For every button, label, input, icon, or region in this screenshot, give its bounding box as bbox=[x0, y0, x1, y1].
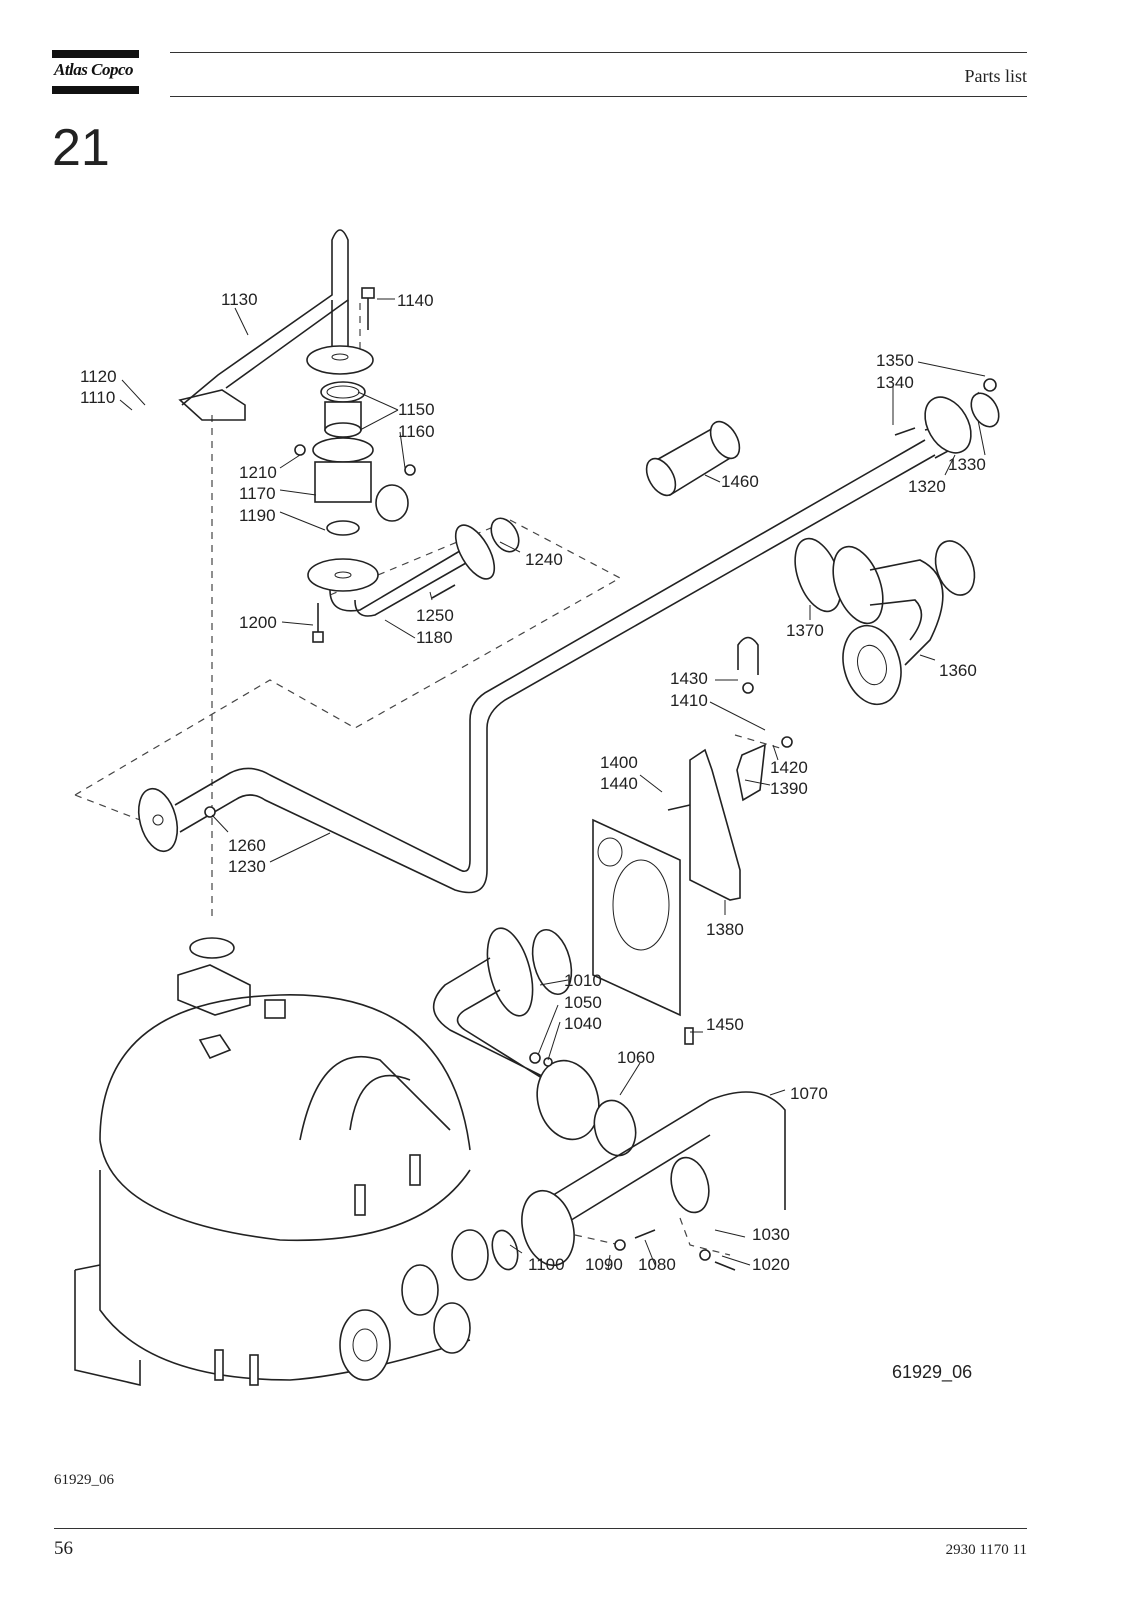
page-number: 56 bbox=[54, 1538, 73, 1559]
callout-1450: 1450 bbox=[706, 1015, 744, 1034]
callout-1050: 1050 bbox=[564, 993, 602, 1012]
callout-leaders bbox=[119, 298, 986, 1271]
callout-1440: 1440 bbox=[600, 774, 638, 793]
callout-1160: 1160 bbox=[398, 422, 435, 441]
callout-1120: 1120 bbox=[80, 367, 117, 386]
callout-1340: 1340 bbox=[876, 373, 914, 392]
callout-1070: 1070 bbox=[790, 1084, 828, 1103]
part-1360-1370-manifold bbox=[794, 537, 976, 706]
callout-1260: 1260 bbox=[228, 836, 266, 855]
callout-1030: 1030 bbox=[752, 1225, 790, 1244]
callout-1060: 1060 bbox=[617, 1048, 655, 1067]
callout-1090: 1090 bbox=[585, 1255, 623, 1274]
callout-1330: 1330 bbox=[948, 455, 986, 474]
callout-1210: 1210 bbox=[239, 463, 277, 482]
document-number: 2930 1170 11 bbox=[945, 1542, 1027, 1558]
callout-1190: 1190 bbox=[239, 506, 276, 525]
callout-1140: 1140 bbox=[397, 291, 434, 310]
part-1140-flange bbox=[306, 287, 375, 375]
callout-1420: 1420 bbox=[770, 758, 808, 777]
callout-1410: 1410 bbox=[670, 691, 708, 710]
callout-1390: 1390 bbox=[770, 779, 808, 798]
callout-1250: 1250 bbox=[416, 606, 454, 625]
assembly-guide-lines bbox=[74, 303, 991, 1256]
callout-1170: 1170 bbox=[239, 484, 276, 503]
callout-1130: 1130 bbox=[221, 290, 258, 309]
callout-1400: 1400 bbox=[600, 753, 638, 772]
header-rule-bottom bbox=[170, 96, 1027, 97]
callout-1010: 1010 bbox=[564, 971, 602, 990]
atlas-copco-logo: Atlas Copco bbox=[52, 50, 139, 95]
part-1010-1070-lower-pipes bbox=[432, 927, 786, 1271]
section-number: 21 bbox=[52, 119, 110, 177]
callout-1360: 1360 bbox=[939, 661, 977, 680]
part-1430-1380-1390-brackets bbox=[592, 636, 793, 1045]
callout-1320: 1320 bbox=[908, 477, 946, 496]
callout-1370: 1370 bbox=[786, 621, 824, 640]
part-1230-main-pipe bbox=[137, 378, 1000, 894]
diagram-figure-ref: 61929_06 bbox=[892, 1362, 972, 1383]
callout-1460: 1460 bbox=[721, 472, 759, 491]
part-1180-elbow-pipe bbox=[307, 517, 520, 643]
footer-rule bbox=[54, 1528, 1027, 1529]
callout-1430: 1430 bbox=[670, 669, 708, 688]
callout-1110: 1110 bbox=[80, 388, 115, 407]
callout-1020: 1020 bbox=[752, 1255, 790, 1274]
callout-1150: 1150 bbox=[398, 400, 435, 419]
callout-labels: 1130 1140 1120 1110 1150 1160 1210 1170 … bbox=[80, 290, 986, 1383]
part-1150-1190-valve-stack bbox=[294, 381, 416, 536]
footer-figure-ref: 61929_06 bbox=[54, 1472, 114, 1488]
part-1460-silencer bbox=[645, 420, 741, 497]
callout-1080: 1080 bbox=[638, 1255, 676, 1274]
callout-1380: 1380 bbox=[706, 920, 744, 939]
callout-1230: 1230 bbox=[228, 857, 266, 876]
logo-text: Atlas Copco bbox=[54, 60, 134, 79]
logo-bar-bottom bbox=[52, 86, 139, 94]
page-title: Parts list bbox=[964, 66, 1027, 86]
callout-1180: 1180 bbox=[416, 628, 453, 647]
callout-1350: 1350 bbox=[876, 351, 914, 370]
oil-separator-tank bbox=[74, 937, 489, 1387]
callout-1100: 1100 bbox=[528, 1255, 565, 1274]
callout-1240: 1240 bbox=[525, 550, 563, 569]
callout-1040: 1040 bbox=[564, 1014, 602, 1033]
logo-bar-top bbox=[52, 50, 139, 58]
part-1130-pipe bbox=[178, 229, 349, 421]
header-rule-top bbox=[170, 52, 1027, 53]
callout-1200: 1200 bbox=[239, 613, 277, 632]
